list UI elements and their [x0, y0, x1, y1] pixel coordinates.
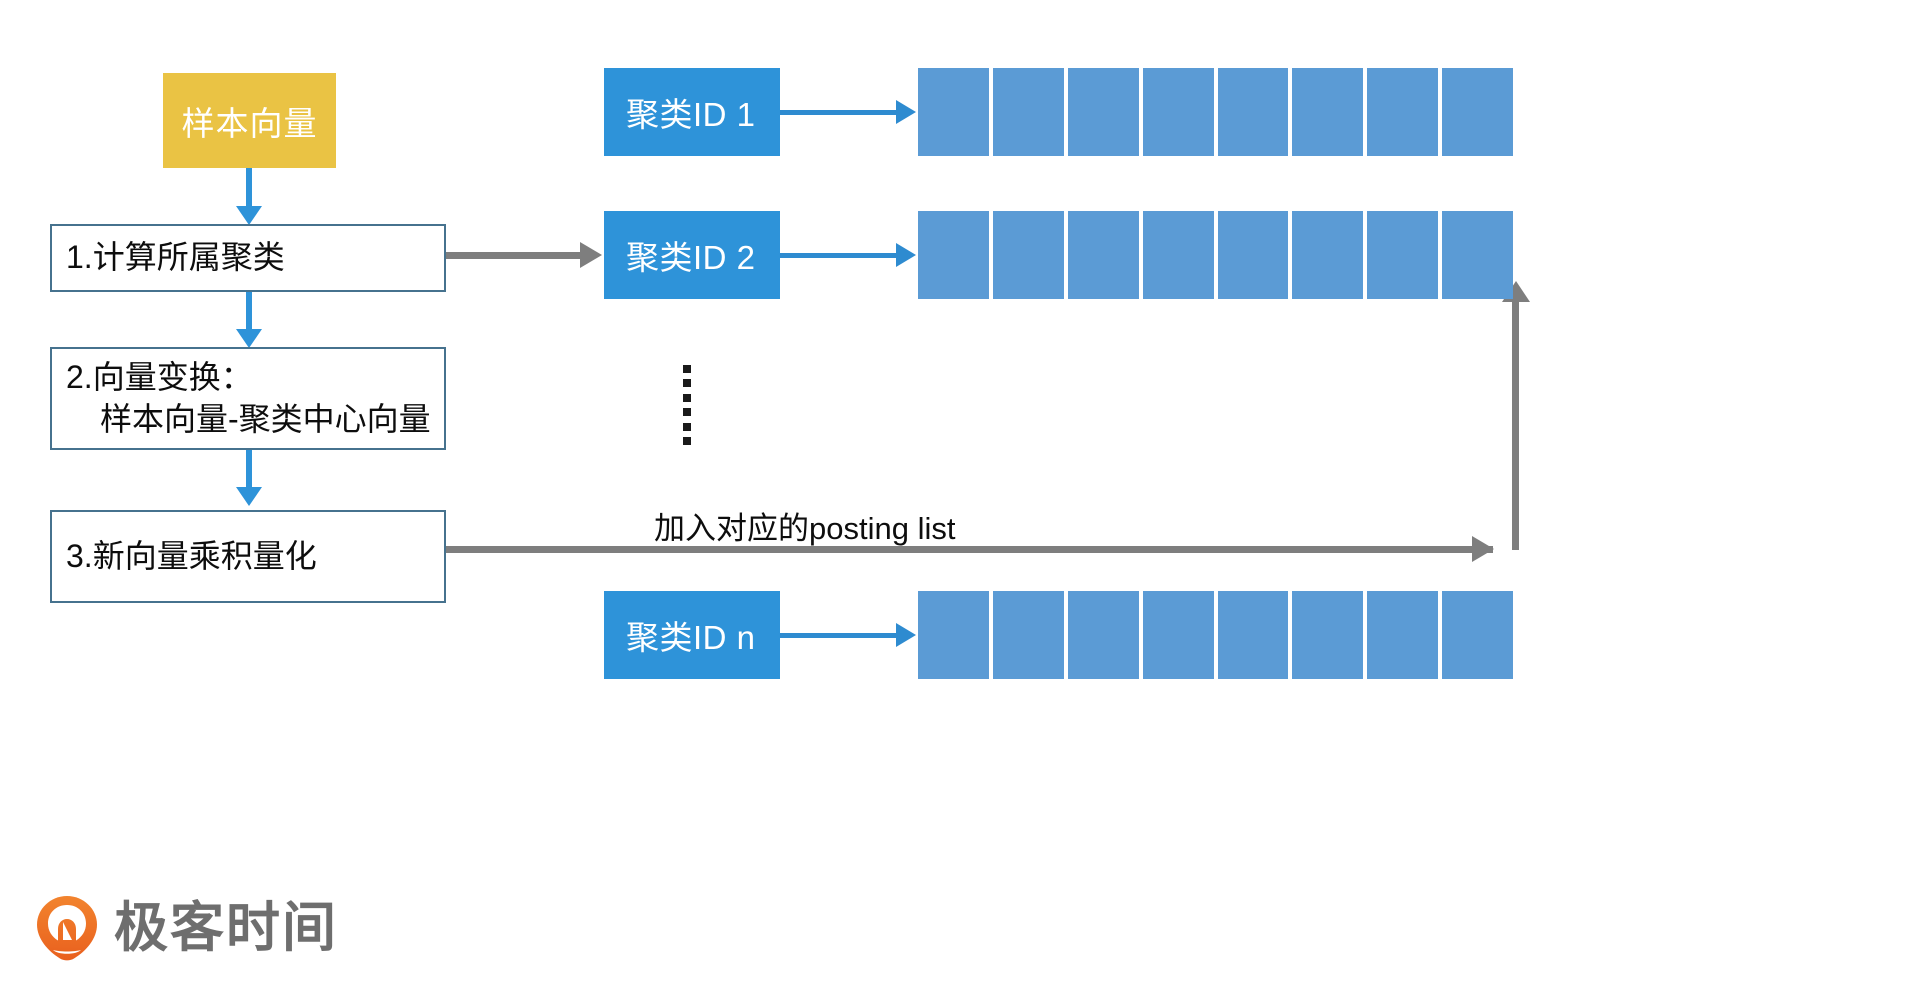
edge-label-posting-list: 加入对应的posting list [654, 511, 956, 546]
posting-cell [1442, 68, 1513, 156]
edge-step3-to-posting-corner-head [1472, 536, 1494, 562]
arrow-clustern-to-list-line [780, 633, 898, 638]
posting-list-n [918, 591, 1513, 679]
edge-step3-to-posting-horizontal [446, 546, 1493, 553]
step-1-box: 1.计算所属聚类 [50, 224, 446, 292]
posting-cell [992, 591, 1064, 679]
step-2-box: 2.向量变换： 样本向量-聚类中心向量 [50, 347, 446, 450]
posting-cell [1292, 211, 1364, 299]
posting-cell [1217, 211, 1289, 299]
edge-step1-to-cluster2-line [446, 252, 581, 259]
arrow-cluster2-to-list-head [896, 243, 916, 267]
cluster-label-1: 聚类ID 1 [626, 96, 756, 133]
brand-logo: 极客时间 [36, 895, 338, 961]
posting-cell [992, 211, 1064, 299]
posting-cell [1442, 591, 1513, 679]
arrow-cluster1-to-list-head [896, 100, 916, 124]
posting-cell [1367, 211, 1439, 299]
ellipsis-dot [683, 436, 691, 445]
step-1-line-1: 1.计算所属聚类 [66, 239, 285, 276]
posting-cell [1292, 591, 1364, 679]
edge-step1-to-cluster2-head [580, 242, 602, 268]
posting-cell [918, 591, 989, 679]
arrow-source-to-step1-line [246, 168, 252, 212]
edge-step3-to-posting-vertical [1512, 300, 1519, 550]
arrow-step1-to-step2-head [236, 329, 262, 348]
posting-cell [1067, 68, 1139, 156]
posting-cell [1142, 591, 1214, 679]
arrow-cluster1-to-list-line [780, 110, 898, 115]
arrow-step2-to-step3-line [246, 450, 252, 494]
posting-cell [1142, 211, 1214, 299]
ellipsis-dot [683, 379, 691, 388]
posting-cell [1292, 68, 1364, 156]
ellipsis-dot [683, 393, 691, 402]
arrow-cluster2-to-list-line [780, 253, 898, 258]
geektime-logo-icon [36, 895, 98, 961]
ellipsis-dot [683, 365, 691, 373]
arrow-step1-to-step2-line [246, 292, 252, 336]
posting-cell [1367, 68, 1439, 156]
posting-list-1 [918, 68, 1513, 156]
cluster-label-n: 聚类ID n [626, 619, 756, 656]
source-vector-label: 样本向量 [181, 104, 318, 142]
step-2-line-1: 2.向量变换： [66, 358, 253, 395]
posting-cell [1217, 591, 1289, 679]
step-3-line-1: 3.新向量乘积量化 [66, 537, 317, 574]
arrow-source-to-step1-head [236, 206, 262, 225]
posting-cell [1142, 68, 1214, 156]
posting-cell [1367, 591, 1439, 679]
posting-cell [1067, 591, 1139, 679]
cluster-box-2: 聚类ID 2 [604, 211, 780, 299]
ellipsis-dot [683, 408, 691, 417]
posting-list-2 [918, 211, 1513, 299]
arrow-clustern-to-list-head [896, 623, 916, 647]
posting-cell [1442, 211, 1513, 299]
posting-cell [1217, 68, 1289, 156]
ellipsis-dot [683, 422, 691, 431]
source-vector-box: 样本向量 [163, 73, 336, 168]
posting-cell [918, 68, 989, 156]
cluster-box-n: 聚类ID n [604, 591, 780, 679]
cluster-ellipsis-icon [682, 365, 692, 445]
step-2-line-2: 样本向量-聚类中心向量 [100, 400, 431, 437]
cluster-box-1: 聚类ID 1 [604, 68, 780, 156]
brand-name: 极客时间 [114, 898, 338, 958]
arrow-step2-to-step3-head [236, 487, 262, 506]
step-3-box: 3.新向量乘积量化 [50, 510, 446, 603]
posting-cell [1067, 211, 1139, 299]
posting-cell [992, 68, 1064, 156]
cluster-label-2: 聚类ID 2 [626, 239, 756, 276]
posting-cell [918, 211, 989, 299]
